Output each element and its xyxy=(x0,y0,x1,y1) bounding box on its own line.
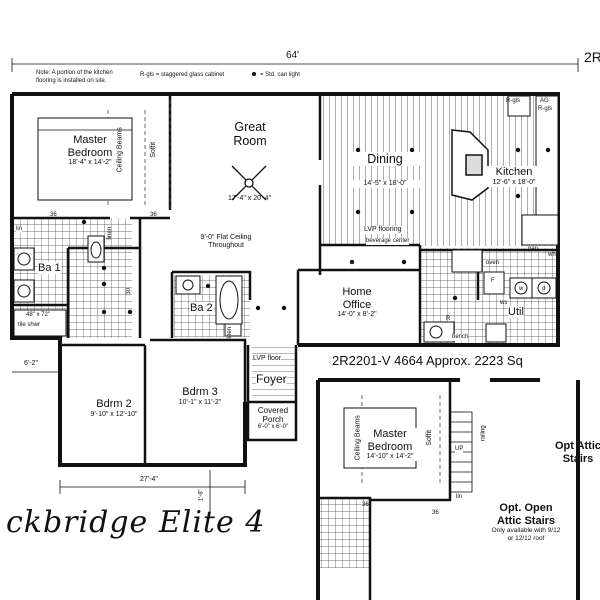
rgls-label-2: R-gls xyxy=(538,106,553,112)
master2-bath-tile xyxy=(320,498,370,568)
dim-36-c: 36 xyxy=(362,502,369,508)
linen-lower: lin xyxy=(456,494,463,500)
flat-ceiling-note: 9'-0" Flat Ceiling Throughout xyxy=(200,234,252,250)
note-light-legend: = Std. can light xyxy=(260,72,300,78)
opt-open-attic-stairs: Opt. Open Attic Stairs Only available wi… xyxy=(491,502,561,542)
lower-plan-walls xyxy=(316,378,580,600)
attic-stairs xyxy=(449,411,473,493)
master2-bedroom-label: Master Bedroom 14'-10" x 14'-2" xyxy=(358,428,422,462)
up-label: UP xyxy=(455,446,464,453)
dim-36-d: 36 xyxy=(432,510,439,516)
bottom-dimension xyxy=(12,371,246,515)
bath2-label: Ba 2 xyxy=(190,302,213,315)
kitchen-label: Kitchen 12'-6" x 18'-0" xyxy=(486,166,542,187)
bedroom2-label: Bdrm 2 9'-10" x 12'-10" xyxy=(90,398,138,418)
bench-label: bench xyxy=(452,334,469,341)
railing-label: railing xyxy=(480,425,487,442)
covered-porch-label: Covered Porch 6'-0" x 6'-0" xyxy=(257,406,289,431)
foyer-label: Foyer xyxy=(256,372,287,387)
wh-label: wh xyxy=(548,252,556,258)
note-kitchen-line1: Note: A portion of the kitchen xyxy=(36,70,113,76)
bath2-fixtures xyxy=(175,275,243,337)
dim-30: 30 xyxy=(126,287,133,295)
utility-appliances xyxy=(423,249,557,343)
washer-label: w xyxy=(519,286,524,292)
dining-label: Dining 14'-5" x 18'-0" xyxy=(350,152,420,189)
linen-label-2: linen xyxy=(227,326,234,340)
fridge-label: R xyxy=(446,316,451,322)
master-bed xyxy=(37,117,133,201)
bath1-label: Ba 1 xyxy=(38,262,61,275)
great-room-dims: 17'-4" x 20'-4" xyxy=(228,195,272,202)
note-cabinet-legend: R-gls = staggered glass cabinet xyxy=(140,72,225,78)
brand-name: ckbridge Elite 4 xyxy=(6,505,266,540)
pan-label: pan xyxy=(528,246,539,252)
lin-label-1: lin xyxy=(16,226,23,233)
porch-depth-label: 1'-8" xyxy=(198,489,205,502)
master-ceiling-beams: Ceiling Beams xyxy=(116,127,124,173)
linen-label-1: linen xyxy=(107,226,114,240)
master2-ceiling-beams: Ceiling Beams xyxy=(354,415,362,461)
master-soffit: Soffit xyxy=(150,141,158,158)
dim-36-b: 36 xyxy=(150,212,157,218)
note-kitchen-line2: flooring is installed on site. xyxy=(36,78,107,84)
dim-36-a: 36 xyxy=(50,212,57,218)
kitchen-island xyxy=(451,129,489,201)
freezer-label: F xyxy=(491,278,495,284)
lvp-floor-label: LVP floor xyxy=(253,355,282,363)
rgls-label-1: R-gls xyxy=(506,98,521,104)
utility-label: Util xyxy=(508,306,524,319)
opt-attic-stairs-title: Opt Attic Stairs xyxy=(554,440,600,465)
beverage-center-label: beverage center xyxy=(366,238,410,245)
master-bedroom-label: Master Bedroom 18'-4" x 14'-2" xyxy=(67,134,113,167)
left-dimension: 6'-2" xyxy=(24,360,38,367)
overall-dimension-line xyxy=(11,58,579,72)
ws-label: ws xyxy=(500,300,508,306)
dryer-label: d xyxy=(542,286,546,292)
great-room-label: Great Room xyxy=(233,120,267,149)
bottom-dimension-label: 27'-4" xyxy=(140,476,158,484)
home-office-label: Home Office 14'-0" x 8'-2" xyxy=(322,286,392,320)
master2-soffit: Soffit xyxy=(426,429,434,446)
interior-walls xyxy=(12,94,558,465)
overall-width-label: 64' xyxy=(286,50,300,61)
shower-size: 48" x 72" xyxy=(26,312,50,319)
top-right-fragment: 2R xyxy=(584,49,600,65)
lvp-flooring-label: LVP flooring xyxy=(364,226,402,234)
ceiling-fan xyxy=(231,165,267,201)
tile-shower: tile shwr xyxy=(18,322,41,329)
ag-label: AG xyxy=(540,98,549,104)
can-lights xyxy=(28,72,551,327)
model-info: 2R2201-V 4664 Approx. 2223 Sq xyxy=(332,353,523,368)
bedroom3-label: Bdrm 3 10'-1" x 11'-2" xyxy=(178,386,222,406)
oven-label: oven xyxy=(486,260,500,266)
